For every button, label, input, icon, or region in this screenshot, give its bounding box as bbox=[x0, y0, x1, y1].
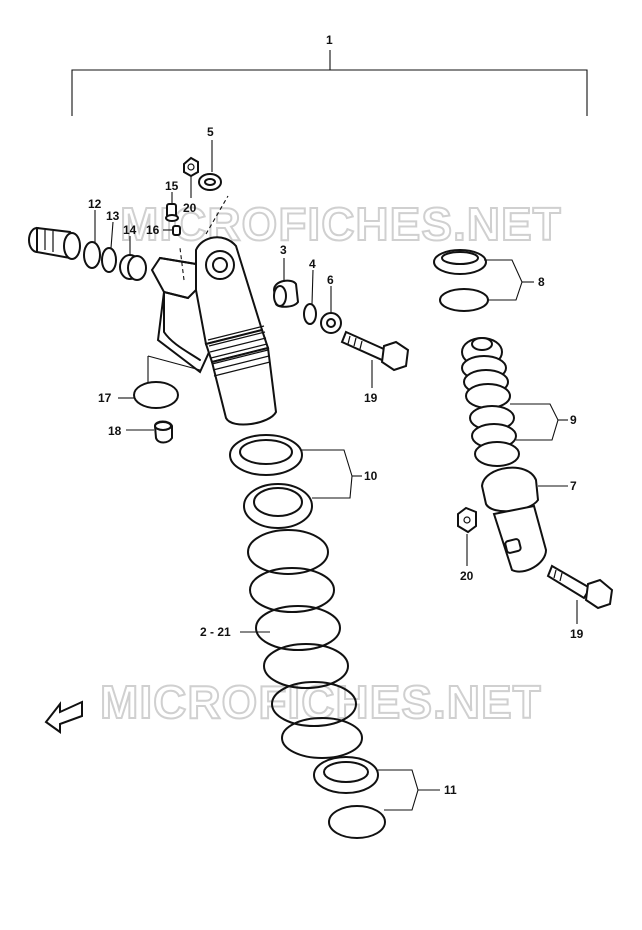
callout-20-bottom: 20 bbox=[460, 569, 474, 583]
bolt-19-bottom-part bbox=[546, 564, 614, 610]
callout-10: 10 bbox=[364, 469, 378, 483]
damper-body-part bbox=[195, 236, 278, 426]
circlip-4-part bbox=[303, 303, 317, 325]
callout-18: 18 bbox=[108, 424, 122, 438]
cushion-8-part bbox=[433, 249, 489, 312]
assembly-bracket bbox=[71, 50, 588, 116]
o-ring-13-part bbox=[101, 247, 117, 273]
callout-11: 11 bbox=[444, 783, 457, 797]
callout-17: 17 bbox=[98, 391, 112, 405]
nut-20-bottom-part bbox=[457, 506, 477, 534]
coil-spring-part bbox=[247, 529, 363, 759]
front-direction-arrow-icon bbox=[44, 700, 83, 734]
plug-18-part bbox=[153, 420, 173, 444]
bearing-5-part bbox=[198, 173, 222, 191]
bladder-cap-14-part bbox=[119, 254, 147, 281]
damper-rod-part bbox=[461, 337, 520, 467]
callout-13: 13 bbox=[106, 209, 120, 223]
callout-9: 9 bbox=[570, 413, 577, 427]
callout-6: 6 bbox=[327, 273, 334, 287]
o-ring-12-part bbox=[83, 241, 101, 269]
callout-12: 12 bbox=[88, 197, 102, 211]
bolt-19-top-part bbox=[340, 330, 410, 372]
callout-15: 15 bbox=[165, 179, 179, 193]
valve-cap-16-part bbox=[172, 225, 181, 236]
callout-20-top: 20 bbox=[183, 201, 197, 215]
callout-5: 5 bbox=[207, 125, 214, 139]
callout-19-top: 19 bbox=[364, 391, 378, 405]
callout-19-bottom: 19 bbox=[570, 627, 584, 641]
lower-clevis-7-part bbox=[480, 466, 548, 573]
leader-lines bbox=[94, 140, 578, 811]
valve-15-part bbox=[165, 203, 179, 222]
nut-20-top-part bbox=[183, 156, 199, 178]
lower-spring-seat-11-part bbox=[313, 756, 386, 839]
callout-16: 16 bbox=[146, 223, 160, 237]
reservoir-cap-part bbox=[28, 226, 81, 260]
callout-1: 1 bbox=[326, 33, 333, 47]
watermark-bottom: MICROFICHES.NET bbox=[100, 676, 542, 728]
callout-14: 14 bbox=[123, 223, 137, 237]
callout-7: 7 bbox=[570, 479, 577, 493]
spring-adjuster-10-part bbox=[229, 434, 313, 529]
watermark-top: MICROFICHES.NET bbox=[120, 198, 562, 250]
bush-3-part bbox=[272, 279, 300, 308]
callout-4: 4 bbox=[309, 257, 316, 271]
o-ring-17-part bbox=[133, 381, 179, 409]
washer-6-part bbox=[320, 312, 342, 334]
callout-2-21: 2 - 21 bbox=[200, 625, 231, 639]
callout-8: 8 bbox=[538, 275, 545, 289]
callout-3: 3 bbox=[280, 243, 287, 257]
